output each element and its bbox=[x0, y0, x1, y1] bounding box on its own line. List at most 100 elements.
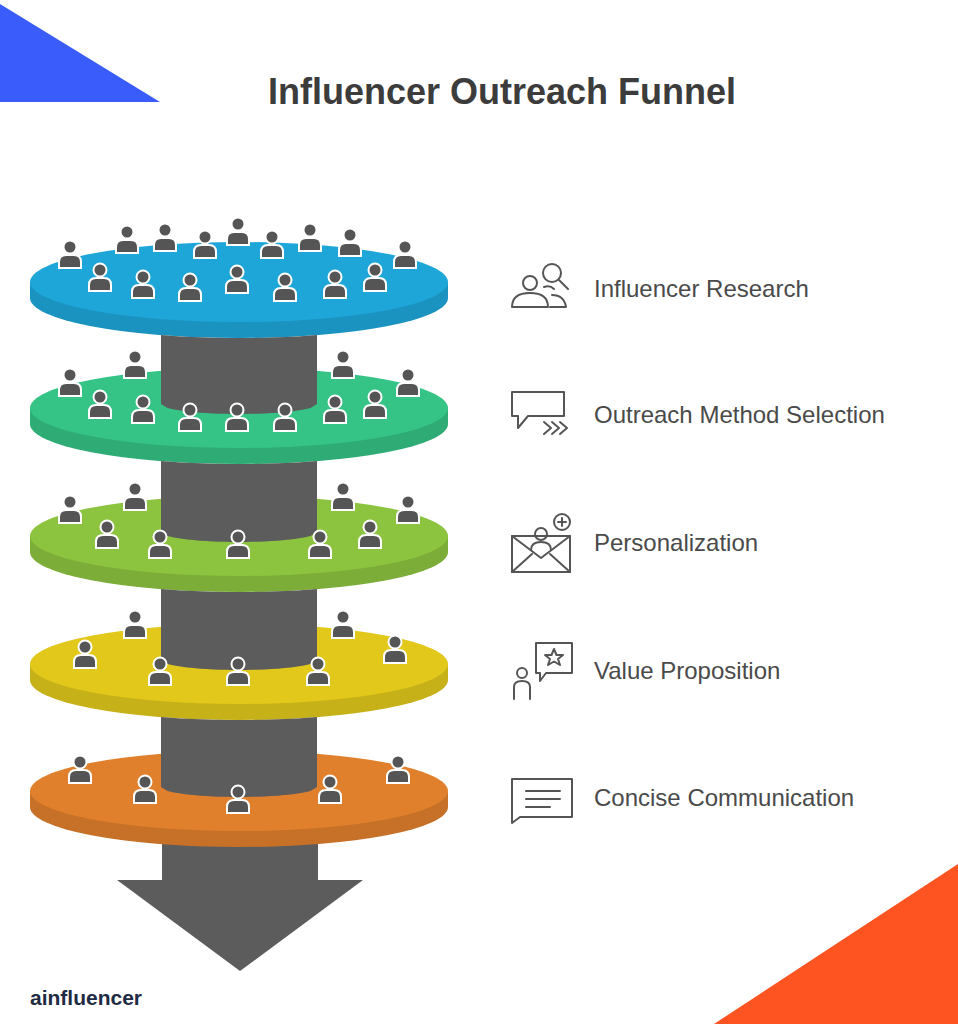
person-icon bbox=[96, 521, 118, 549]
person-head bbox=[337, 351, 350, 364]
person-head bbox=[369, 264, 382, 277]
diagram-title: Influencer Outreach Funnel bbox=[40, 72, 958, 112]
icon-part bbox=[544, 286, 566, 307]
research-icon bbox=[512, 264, 568, 307]
funnel-stage: Influencer Research bbox=[30, 242, 448, 338]
funnel-stage: Value Proposition bbox=[30, 624, 448, 720]
person-head bbox=[74, 756, 87, 769]
person-icon bbox=[226, 266, 248, 294]
person-body bbox=[132, 285, 154, 298]
person-head bbox=[279, 274, 292, 287]
person-head bbox=[79, 641, 92, 654]
person-head bbox=[64, 496, 77, 509]
funnel-stage: Concise Communication bbox=[30, 751, 448, 847]
person-body bbox=[96, 535, 118, 548]
person-head bbox=[94, 264, 107, 277]
person-head bbox=[266, 231, 279, 244]
person-icon bbox=[69, 756, 91, 784]
person-icon bbox=[274, 274, 296, 302]
person-icon bbox=[307, 658, 329, 686]
icon-part bbox=[512, 536, 570, 572]
disc-top bbox=[30, 368, 448, 448]
disc-top bbox=[30, 496, 448, 576]
person-icon bbox=[89, 264, 111, 292]
person-body bbox=[364, 405, 386, 418]
stage-label: Outreach Method Selection bbox=[594, 401, 958, 429]
person-body bbox=[319, 790, 341, 803]
person-icon bbox=[274, 404, 296, 432]
person-head bbox=[184, 404, 197, 417]
person-body bbox=[124, 365, 146, 378]
person-body bbox=[324, 285, 346, 298]
person-body bbox=[179, 288, 201, 301]
people-group bbox=[30, 242, 448, 338]
person-body bbox=[69, 770, 91, 783]
icon-part bbox=[512, 536, 570, 572]
person-head bbox=[64, 369, 77, 382]
person-icon bbox=[179, 274, 201, 302]
person-head bbox=[337, 483, 350, 496]
person-icon bbox=[149, 531, 171, 559]
corner-triangle bbox=[714, 864, 958, 1024]
person-icon bbox=[384, 636, 406, 664]
people-group bbox=[30, 368, 448, 464]
person-body bbox=[116, 240, 138, 253]
funnel-column-group bbox=[161, 335, 317, 414]
person-body bbox=[154, 238, 176, 251]
person-head bbox=[344, 229, 357, 242]
person-body bbox=[397, 510, 419, 523]
person-body bbox=[89, 405, 111, 418]
person-icon bbox=[59, 369, 81, 397]
stage-label: Concise Communication bbox=[594, 784, 958, 812]
person-body bbox=[339, 243, 361, 256]
person-icon bbox=[132, 271, 154, 299]
person-body bbox=[332, 365, 354, 378]
person-head bbox=[402, 369, 415, 382]
person-head bbox=[402, 496, 415, 509]
person-head bbox=[312, 658, 325, 671]
person-icon bbox=[149, 658, 171, 686]
person-head bbox=[329, 271, 342, 284]
person-icon bbox=[397, 369, 419, 397]
person-icon bbox=[397, 496, 419, 524]
person-head bbox=[364, 521, 377, 534]
person-icon bbox=[394, 241, 416, 269]
person-body bbox=[227, 545, 249, 558]
person-body bbox=[359, 535, 381, 548]
person-icon bbox=[59, 241, 81, 269]
people-group bbox=[30, 751, 448, 847]
person-head bbox=[154, 531, 167, 544]
person-body bbox=[307, 672, 329, 685]
person-head bbox=[232, 218, 245, 231]
person-body bbox=[261, 245, 283, 258]
person-icon bbox=[299, 224, 321, 252]
person-head bbox=[389, 636, 402, 649]
person-body bbox=[226, 280, 248, 293]
person-icon bbox=[179, 404, 201, 432]
icon-part bbox=[544, 422, 567, 434]
person-head bbox=[159, 224, 172, 237]
person-icon bbox=[227, 658, 249, 686]
person-icon bbox=[339, 229, 361, 257]
icon-part bbox=[554, 514, 570, 530]
icon-part bbox=[523, 276, 537, 290]
person-body bbox=[324, 410, 346, 423]
icon-part bbox=[559, 280, 568, 289]
communication-icon bbox=[512, 779, 572, 823]
icon-part bbox=[535, 528, 547, 540]
person-body bbox=[149, 545, 171, 558]
person-body bbox=[74, 655, 96, 668]
funnel-column bbox=[161, 589, 317, 670]
person-head bbox=[137, 396, 150, 409]
person-icon bbox=[227, 218, 249, 246]
icon-part bbox=[558, 518, 566, 526]
icon-part bbox=[514, 681, 530, 699]
person-body bbox=[332, 625, 354, 638]
person-icon bbox=[332, 483, 354, 511]
disc-top bbox=[30, 624, 448, 704]
person-body bbox=[309, 545, 331, 558]
person-icon bbox=[227, 531, 249, 559]
person-icon bbox=[124, 483, 146, 511]
person-icon bbox=[59, 496, 81, 524]
